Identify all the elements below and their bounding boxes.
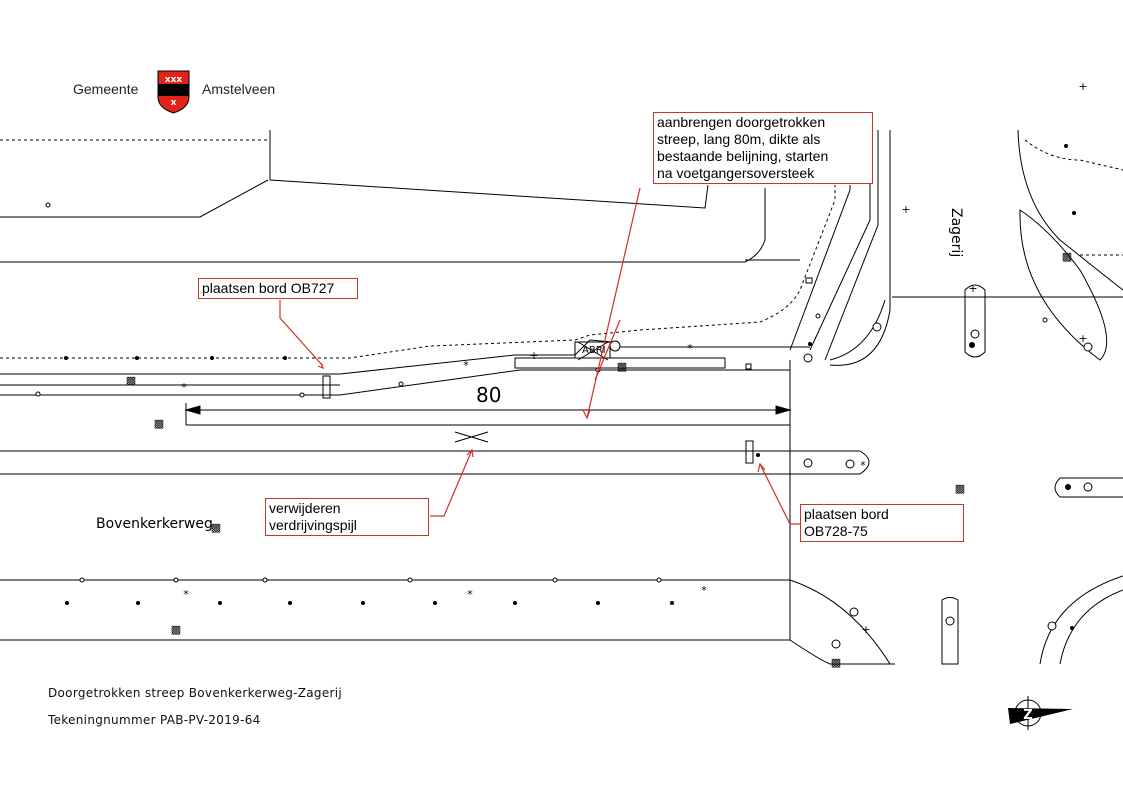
svg-text:*: * [467, 588, 473, 601]
svg-text:+: + [1078, 80, 1087, 93]
note-line: bestaande belijning, starten [657, 148, 829, 164]
svg-text:Z: Z [1023, 708, 1032, 723]
note-line: verwijderen [269, 500, 341, 516]
note-line: streep, lang 80m, dikte als [657, 131, 821, 147]
svg-text:+: + [529, 349, 538, 362]
svg-text:*: * [701, 584, 707, 597]
note-sign-ob727: plaatsen bord OB727 [198, 278, 358, 299]
road-lines [0, 129, 1123, 665]
note-line: plaatsen bord [804, 506, 889, 522]
svg-text:x: x [171, 98, 177, 108]
note-continuous-line: aanbrengen doorgetrokken streep, lang 80… [653, 112, 873, 184]
municipality-name-right: Amstelveen [202, 81, 276, 97]
street-furniture-markers [64, 144, 1076, 630]
svg-text:+: + [968, 282, 977, 295]
svg-text:▩: ▩ [831, 656, 841, 669]
svg-text:xxx: xxx [165, 75, 183, 85]
svg-text:+: + [1078, 332, 1087, 345]
lamp-posts [35, 202, 1093, 649]
annotation-leaders [279, 187, 800, 525]
svg-text:+: + [901, 203, 910, 216]
note-remove-arrow: verwijderen verdrijvingspijl [265, 498, 429, 536]
svg-text:+: + [861, 623, 870, 636]
svg-text:▩: ▩ [955, 482, 965, 495]
drawing-title: Doorgetrokken streep Bovenkerkerweg-Zage… [48, 686, 343, 700]
svg-text:▩: ▩ [211, 521, 221, 534]
north-arrow-icon: Z [1008, 696, 1073, 730]
svg-text:*: * [181, 381, 187, 394]
svg-text:▩: ▩ [1062, 250, 1072, 263]
svg-text:▩: ▩ [171, 623, 181, 636]
street-name-main: Bovenkerkerweg [96, 516, 213, 532]
shelter-label: ABRI [582, 345, 606, 356]
note-line: verdrijvingspijl [269, 517, 357, 533]
note-line: na voetgangersoversteek [657, 165, 815, 181]
tree-symbols: ▩ ▩ ▩ ▩ ▩ ▩ ▩ ▩ * * * * * * * + + + + + + [126, 80, 1088, 669]
svg-text:*: * [183, 588, 189, 601]
svg-text:*: * [463, 359, 469, 372]
note-line: OB728-75 [804, 523, 868, 539]
municipality-name-left: Gemeente [73, 81, 139, 97]
municipality-crest-icon: xxx x [157, 70, 190, 114]
dimension-label: 80 [476, 383, 502, 407]
svg-text:▩: ▩ [154, 417, 164, 430]
note-sign-ob728: plaatsen bord OB728-75 [800, 504, 964, 542]
svg-text:*: * [687, 342, 693, 355]
svg-text:*: * [860, 459, 866, 472]
svg-text:▩: ▩ [617, 360, 627, 373]
street-name-side: Zagerij [948, 208, 964, 258]
svg-text:▩: ▩ [126, 374, 136, 387]
note-line: aanbrengen doorgetrokken [657, 114, 826, 130]
drawing-number: Tekeningnummer PAB-PV-2019-64 [48, 713, 261, 727]
